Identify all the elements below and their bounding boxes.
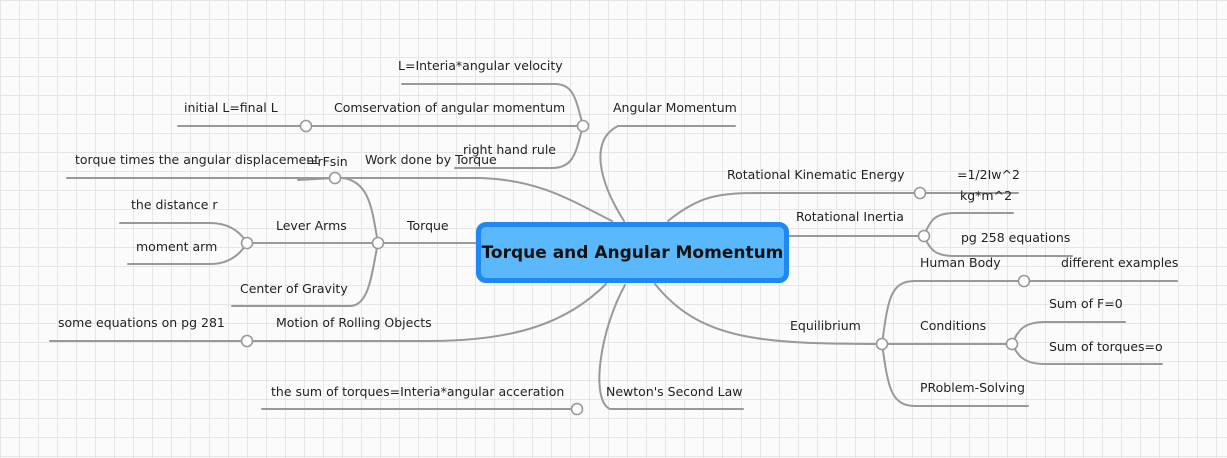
edge-central-work-done [334,177,613,222]
topic-human-body[interactable]: Human Body [920,255,1001,270]
topic-equilibrium[interactable]: Equilibrium [790,318,861,333]
topic-lever-arms[interactable]: Lever Arms [276,218,347,233]
edge-torque-cog [231,242,379,307]
topic-right-hand-rule[interactable]: right hand rule [463,142,556,157]
topic-rolling[interactable]: Motion of Rolling Objects [276,315,432,330]
collapse-toggle-lever-arms [240,236,254,250]
topic-kg-m2[interactable]: kg*m^2 [960,188,1013,203]
collapse-toggle-work-done [328,171,342,185]
central-topic-label: Torque and Angular Momentum [481,242,784,263]
topic-half-iw2[interactable]: =1/2Iw^2 [957,167,1020,182]
collapse-toggle-rolling [240,334,254,348]
topic-torque[interactable]: Torque [407,218,449,233]
topic-sum-torques[interactable]: Sum of torques=o [1049,339,1163,354]
topic-sum-f[interactable]: Sum of F=0 [1049,296,1123,311]
edge-central-rolling [246,283,607,342]
topic-rolling-equations[interactable]: some equations on pg 281 [58,315,225,330]
edge-central-angular-momentum [599,125,736,222]
edge-eq-problem [881,343,1029,407]
topic-angular-momentum[interactable]: Angular Momentum [613,100,737,115]
collapse-toggle-conservation [299,119,313,133]
edge-central-equilibrium [654,283,883,345]
edge-central-rot-ke [667,192,921,222]
topic-rfsin[interactable]: =rFsin [307,154,348,169]
collapse-toggle-equilibrium [875,337,889,351]
topic-l-interia[interactable]: L=Interia*angular velocity [398,58,563,73]
collapse-toggle-conditions [1005,337,1019,351]
collapse-toggle-human-body [1017,274,1031,288]
collapse-toggle-newton [570,402,584,416]
collapse-toggle-rot-inertia [917,229,931,243]
topic-rot-inertia[interactable]: Rotational Inertia [796,209,904,224]
edge-torque-up [342,177,379,244]
topic-work-done[interactable]: Work done by Torque [365,152,497,167]
topic-pg258[interactable]: pg 258 equations [961,230,1071,245]
edge-central-newton [598,284,744,410]
edge-am-right-hand [454,125,584,169]
topic-sum-of-torques-interia[interactable]: the sum of torques=Interia*angular accer… [271,384,565,399]
topic-distance-r[interactable]: the distance r [131,197,218,212]
topic-initial-final-l[interactable]: initial L=final L [184,100,278,115]
topic-rot-ke[interactable]: Rotational Kinematic Energy [727,167,905,182]
topic-conservation[interactable]: Comservation of angular momentum [334,100,566,115]
topic-torque-times[interactable]: torque times the angular displacement [75,152,320,167]
collapse-toggle-angular-momentum [576,119,590,133]
edge-eq-human [881,280,1025,345]
topic-moment-arm[interactable]: moment arm [136,239,218,254]
topic-newton[interactable]: Newton's Second Law [606,384,743,399]
collapse-toggle-rot-ke [913,186,927,200]
collapse-toggle-torque [371,236,385,250]
topic-problem-solving[interactable]: PRoblem-Solving [920,380,1025,395]
topic-conditions[interactable]: Conditions [920,318,987,333]
topic-center-of-gravity[interactable]: Center of Gravity [240,281,348,296]
topic-different-examples[interactable]: different examples [1061,255,1179,270]
edge-am-l-interia [401,83,584,127]
central-topic[interactable]: Torque and Angular Momentum [476,222,789,283]
